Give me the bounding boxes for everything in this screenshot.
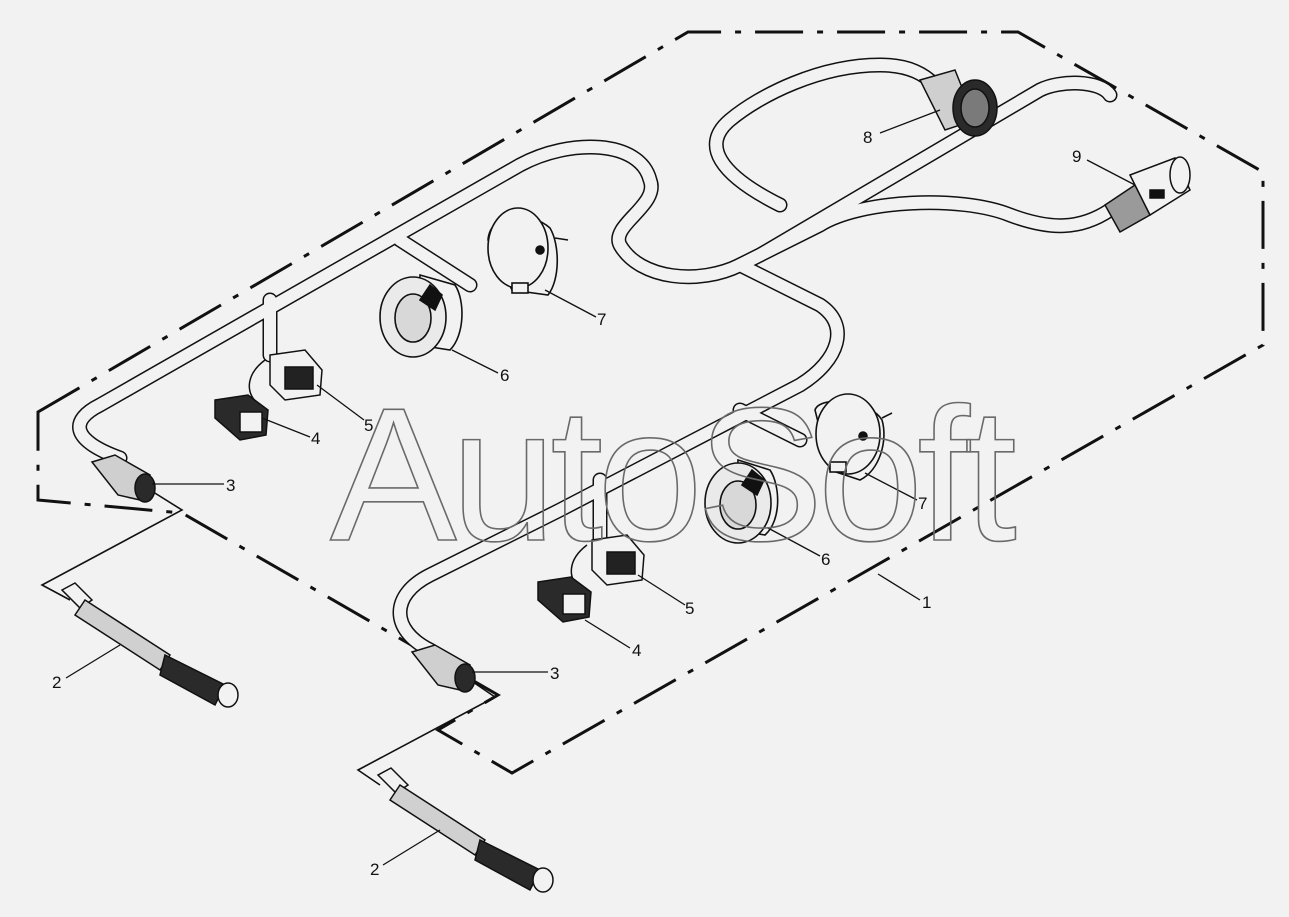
callout-9: 9: [1072, 147, 1081, 166]
inline-connector-3-upper: [90, 454, 156, 503]
callout-4-lower: 4: [632, 641, 641, 660]
cup-base-7-lower: [814, 393, 893, 481]
callout-5-upper: 5: [364, 416, 373, 435]
plug-4-upper: [214, 394, 269, 441]
watermark: AutoSoft: [330, 369, 1016, 581]
callout-8: 8: [863, 128, 872, 147]
cup-base-7-upper: [487, 207, 569, 296]
callout-4-upper: 4: [311, 429, 320, 448]
inline-connector-3-lower: [410, 644, 476, 693]
callout-2-upper: 2: [52, 673, 61, 692]
harness-cables: [72, 57, 1118, 658]
socket-cover-6-upper: [379, 273, 463, 358]
callout-2-lower: 2: [370, 860, 379, 879]
assembly-boundary: [36, 30, 1265, 775]
callout-7-upper: 7: [597, 310, 606, 329]
callout-3-lower: 3: [550, 664, 559, 683]
extension-wires: [40, 489, 497, 786]
socket-cover-6-lower: [704, 458, 779, 544]
callout-5-lower: 5: [685, 599, 694, 618]
round-multipin-connector-8: [918, 69, 998, 137]
callout-6-lower: 6: [821, 550, 830, 569]
connector-housing-5-upper: [248, 349, 323, 406]
plug-4-lower: [537, 576, 592, 623]
sensor-lead-2-upper: [60, 582, 239, 708]
callout-3-upper: 3: [226, 476, 235, 495]
callout-labels: 1 2 2 3 3 4 4 5 5 6 6 7 7 8 9: [52, 128, 1081, 879]
sensor-lead-2-lower: [376, 767, 554, 893]
callout-1: 1: [922, 593, 931, 612]
leader-lines: [65, 109, 1136, 866]
callout-6-upper: 6: [500, 366, 509, 385]
connector-housing-5-lower: [570, 534, 645, 591]
socket-connector-9: [1104, 156, 1191, 234]
callout-7-lower: 7: [918, 494, 927, 513]
